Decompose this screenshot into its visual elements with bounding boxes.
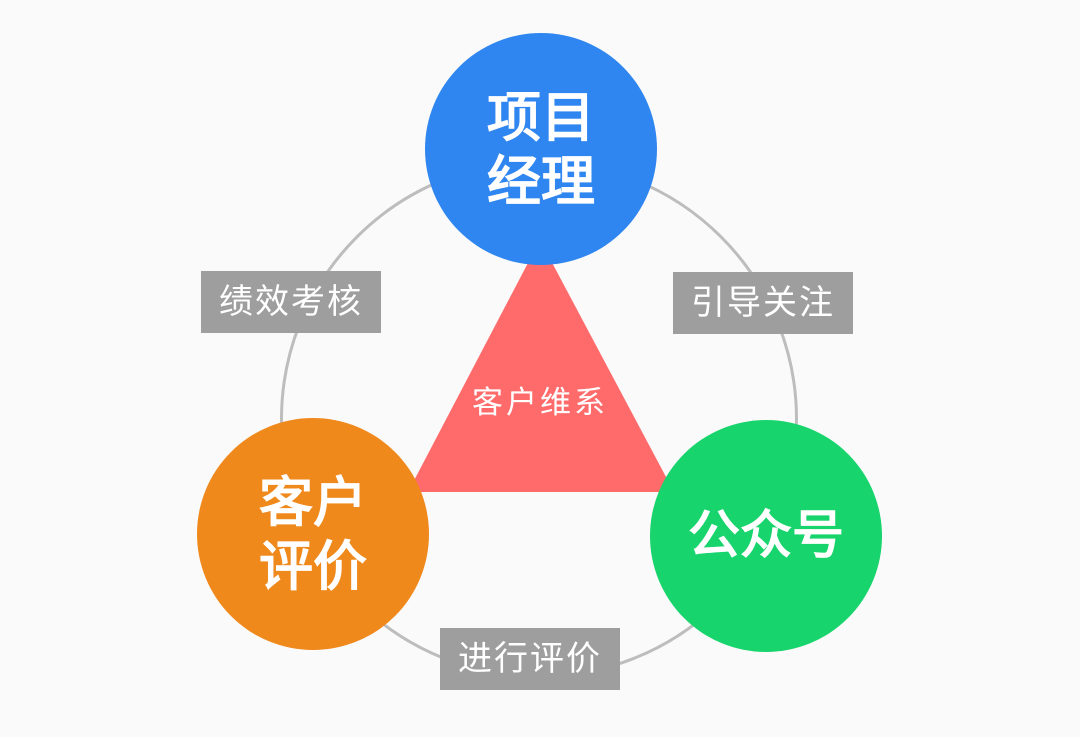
- node-project-manager-line1: 项目: [487, 85, 595, 149]
- center-triangle: [408, 240, 674, 492]
- edge-label-performance: 绩效考核: [201, 271, 381, 333]
- node-official-account-line1: 公众号: [687, 505, 844, 566]
- node-project-manager: 项目 经理: [425, 33, 657, 265]
- node-customer-review: 客户 评价: [197, 418, 429, 650]
- center-label: 客户维系: [472, 385, 608, 421]
- node-project-manager-line2: 经理: [487, 149, 595, 213]
- node-customer-review-line2: 评价: [259, 534, 367, 598]
- node-official-account: 公众号: [650, 420, 882, 652]
- edge-label-follow: 引导关注: [673, 272, 853, 334]
- edge-label-evaluate: 进行评价: [440, 628, 620, 690]
- node-customer-review-line1: 客户: [259, 470, 367, 534]
